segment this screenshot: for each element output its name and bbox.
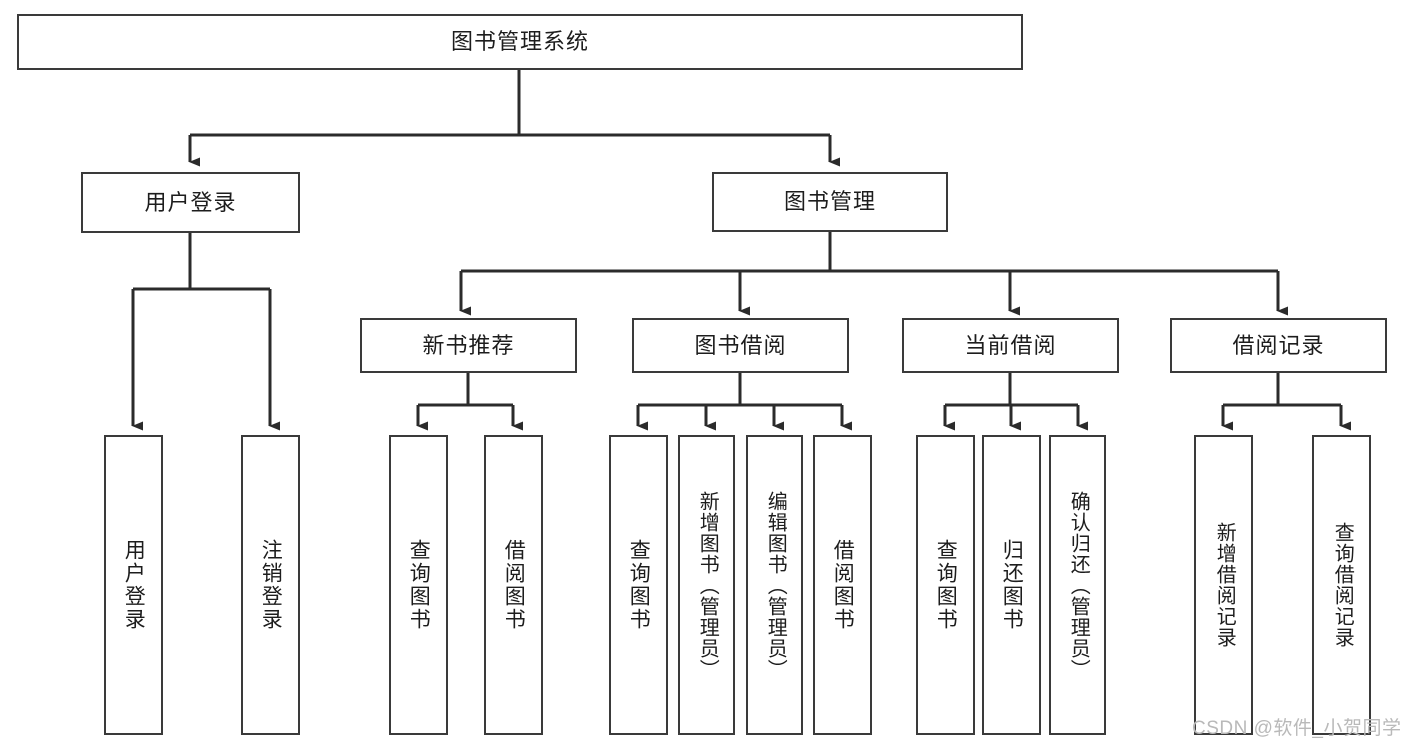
node-leaf-borrow-book-2[interactable]: 借阅图书 <box>813 435 872 735</box>
node-leaf-logout-login[interactable]: 注销登录 <box>241 435 300 735</box>
node-current-borrow[interactable]: 当前借阅 <box>902 318 1119 373</box>
node-user-login-label: 用户登录 <box>144 189 237 215</box>
node-user-login[interactable]: 用户登录 <box>81 172 300 233</box>
node-leaf-add-borrow-record-label: 新增借阅记录 <box>1213 522 1236 648</box>
node-leaf-add-book-label: 新增图书（管理员） <box>696 490 719 680</box>
node-leaf-query-book-1-label: 查询图书 <box>407 539 431 631</box>
node-book-manage-label: 图书管理 <box>783 189 876 215</box>
node-leaf-borrow-book-2-label: 借阅图书 <box>831 539 855 631</box>
node-leaf-query-book-3[interactable]: 查询图书 <box>916 435 975 735</box>
node-new-book-recommend-label: 新书推荐 <box>422 332 515 358</box>
node-leaf-add-borrow-record[interactable]: 新增借阅记录 <box>1194 435 1253 735</box>
node-borrow-record-label: 借阅记录 <box>1232 332 1325 358</box>
node-leaf-borrow-book-1[interactable]: 借阅图书 <box>484 435 543 735</box>
node-book-manage[interactable]: 图书管理 <box>712 172 948 232</box>
node-leaf-query-borrow-record-label: 查询借阅记录 <box>1331 522 1354 648</box>
node-leaf-query-book-2[interactable]: 查询图书 <box>609 435 668 735</box>
node-borrow-record[interactable]: 借阅记录 <box>1170 318 1387 373</box>
node-leaf-logout-login-label: 注销登录 <box>259 539 283 631</box>
node-root-label: 图书管理系统 <box>450 29 589 55</box>
node-book-borrow-label: 图书借阅 <box>694 332 787 358</box>
node-root[interactable]: 图书管理系统 <box>17 14 1023 70</box>
node-leaf-return-book[interactable]: 归还图书 <box>982 435 1041 735</box>
node-leaf-query-book-1[interactable]: 查询图书 <box>389 435 448 735</box>
node-leaf-confirm-return-label: 确认归还（管理员） <box>1067 490 1090 680</box>
node-leaf-query-book-2-label: 查询图书 <box>627 539 651 631</box>
node-leaf-query-borrow-record[interactable]: 查询借阅记录 <box>1312 435 1371 735</box>
node-new-book-recommend[interactable]: 新书推荐 <box>360 318 577 373</box>
node-leaf-return-book-label: 归还图书 <box>1000 539 1024 631</box>
node-leaf-user-login-label: 用户登录 <box>122 539 146 631</box>
node-book-borrow[interactable]: 图书借阅 <box>632 318 849 373</box>
node-leaf-edit-book-label: 编辑图书（管理员） <box>764 490 787 680</box>
node-leaf-query-book-3-label: 查询图书 <box>934 539 958 631</box>
node-leaf-edit-book[interactable]: 编辑图书（管理员） <box>746 435 803 735</box>
node-current-borrow-label: 当前借阅 <box>964 332 1057 358</box>
node-leaf-user-login[interactable]: 用户登录 <box>104 435 163 735</box>
node-leaf-confirm-return[interactable]: 确认归还（管理员） <box>1049 435 1106 735</box>
csdn-watermark: CSDN @软件_小贺同学 <box>1192 718 1402 739</box>
node-leaf-borrow-book-1-label: 借阅图书 <box>502 539 526 631</box>
node-leaf-add-book[interactable]: 新增图书（管理员） <box>678 435 735 735</box>
